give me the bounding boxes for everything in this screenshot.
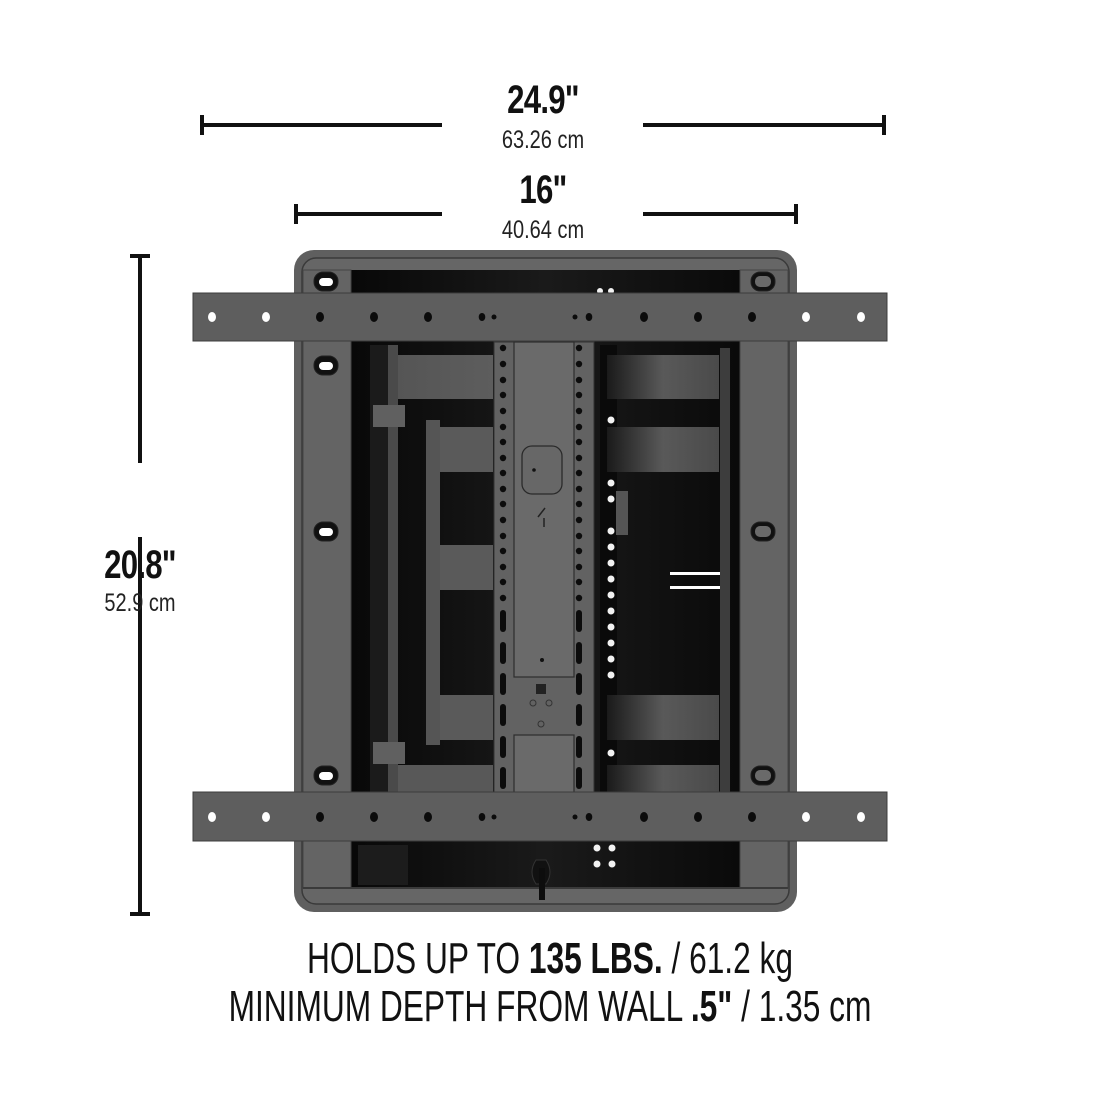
minimum-depth-value: .5" bbox=[690, 982, 733, 1031]
bottom-left-bracket bbox=[358, 845, 408, 885]
bottom-horizontal-rail bbox=[192, 791, 888, 842]
weight-capacity-value: 135 LBS. bbox=[528, 934, 663, 983]
rail-holes bbox=[208, 312, 865, 822]
vesa-width-cm: 40.64 cm bbox=[501, 216, 585, 244]
vesa-width-dimension-line bbox=[294, 204, 798, 224]
height-inches: 20.8" bbox=[104, 543, 176, 587]
vesa-width-label: 16" 40.64 cm bbox=[443, 170, 643, 243]
top-horizontal-rail bbox=[192, 292, 888, 342]
column-holes bbox=[499, 344, 583, 789]
left-articulating-arm bbox=[370, 345, 493, 795]
weight-capacity-caption: HOLDS UP TO 135 LBS. / 61.2 kg bbox=[154, 937, 946, 981]
depth-caption-prefix: MINIMUM DEPTH FROM WALL bbox=[228, 982, 691, 1031]
right-articulating-arm bbox=[593, 288, 730, 868]
overall-width-dimension-line bbox=[200, 115, 886, 135]
depth-caption-metric: / 1.35 cm bbox=[732, 982, 872, 1031]
weight-caption-metric: / 61.2 kg bbox=[662, 934, 793, 983]
overall-width-label: 24.9" 63.26 cm bbox=[443, 80, 643, 153]
weight-caption-prefix: HOLDS UP TO bbox=[306, 934, 529, 983]
height-dimension-line bbox=[130, 254, 150, 916]
overall-width-cm: 63.26 cm bbox=[501, 126, 585, 154]
minimum-depth-caption: MINIMUM DEPTH FROM WALL .5" / 1.35 cm bbox=[154, 985, 946, 1029]
overall-width-inches: 24.9" bbox=[507, 78, 579, 122]
height-label: 20.8" 52.9 cm bbox=[70, 545, 210, 616]
height-cm: 52.9 cm bbox=[104, 589, 176, 617]
vesa-width-inches: 16" bbox=[519, 168, 567, 212]
box-mounting-slots bbox=[313, 271, 776, 786]
cable-strap bbox=[531, 840, 551, 900]
